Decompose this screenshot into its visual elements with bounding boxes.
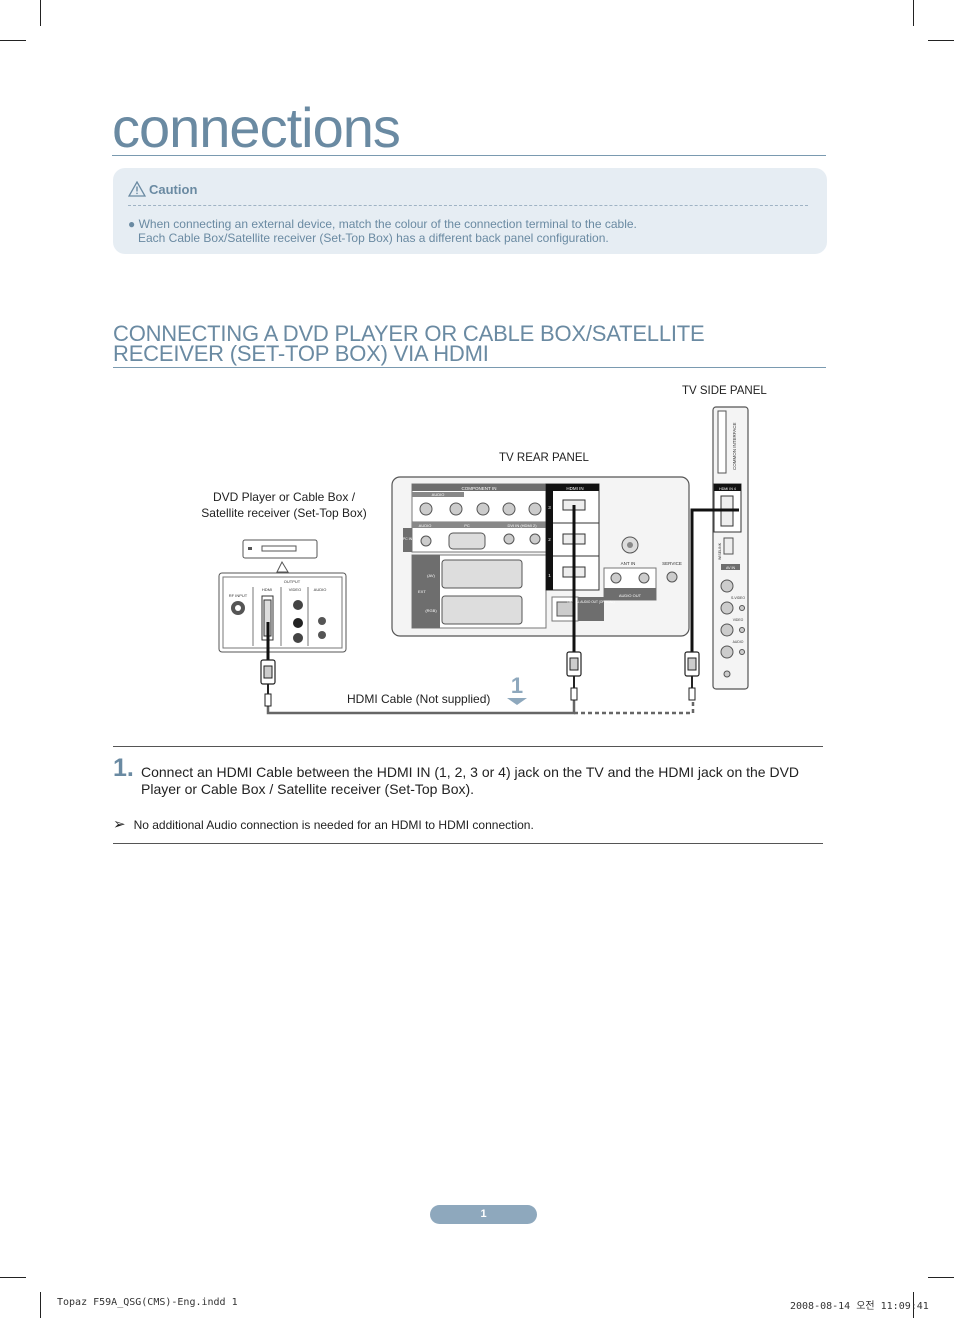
s-video-label: S-VIDEO	[731, 596, 745, 600]
crop-mark	[40, 1292, 41, 1318]
section-rule	[113, 367, 826, 368]
crop-mark	[40, 0, 41, 26]
caution-label: Caution	[149, 181, 198, 197]
ext-label: EXT	[418, 589, 426, 594]
device-label-line-1: DVD Player or Cable Box /	[212, 490, 356, 504]
device-label-line-2: Satellite receiver (Set-Top Box)	[201, 506, 367, 520]
step-bottom-rule	[113, 843, 823, 844]
side-audio-label: AUDIO	[733, 640, 744, 644]
tv-side-panel: COMMON INTERFACE HDMI IN 4 WISELINK AV I…	[712, 406, 749, 690]
component-in-label: COMPONENT IN	[462, 486, 497, 491]
cable-label: HDMI Cable (Not supplied)	[347, 692, 491, 706]
service-label: SERVICE	[662, 561, 682, 566]
caution-box	[113, 168, 827, 254]
page-number: 1	[430, 1205, 537, 1224]
footer-filename: Topaz F59A_QSG(CMS)-Eng.indd 1	[57, 1297, 238, 1308]
av-in-label: AV IN	[726, 566, 736, 570]
set-top-box-icon	[242, 539, 318, 573]
crop-mark	[928, 40, 954, 41]
av-label: (AV)	[427, 573, 435, 578]
section-heading-line-2: RECEIVER (SET-TOP BOX) VIA HDMI	[113, 341, 489, 366]
hdmi-plug-icon	[684, 651, 700, 701]
caution-divider	[128, 205, 808, 206]
note-text: No additional Audio connection is needed…	[133, 818, 534, 832]
audio-label: AUDIO	[314, 587, 327, 592]
footer-timestamp: 2008-08-14 오전 11:09:41	[790, 1301, 929, 1312]
note-arrow-icon: ➢	[113, 816, 126, 833]
hdmi-cables	[260, 505, 739, 715]
crop-mark	[0, 1277, 26, 1278]
hdmi-label: HDMI	[262, 587, 272, 592]
hdmi-in-4-label: HDMI IN 4	[719, 487, 736, 491]
tv-rear-panel: COMPONENT IN AUDIO PC IN AUDIO PC DVI IN…	[391, 476, 690, 637]
step-number: 1.	[113, 754, 134, 782]
note: ➢ No additional Audio connection is neede…	[113, 815, 534, 833]
audio-out-label: AUDIO OUT	[619, 593, 642, 598]
hdmi-in-label: HDMI IN	[566, 486, 583, 491]
title-rule	[112, 155, 826, 156]
caution-line-2: Each Cable Box/Satellite receiver (Set-T…	[138, 231, 609, 245]
crop-mark	[913, 1292, 914, 1318]
hdmi-port-1-label: 1	[548, 573, 551, 578]
hdmi-plug-icon	[260, 659, 276, 707]
rf-input-label: RF INPUT	[229, 593, 248, 598]
side-video-label: VIDEO	[733, 618, 744, 622]
hdmi-port-3-label: 3	[548, 505, 551, 510]
warning-icon	[128, 181, 146, 197]
step-top-rule	[113, 746, 823, 747]
hdmi-plug-icon	[566, 651, 582, 701]
step-text: Connect an HDMI Cable between the HDMI I…	[141, 764, 800, 797]
caution-text: ● When connecting an external device, ma…	[128, 217, 637, 245]
ant-in-label: ANT IN	[621, 561, 636, 566]
video-label: VIDEO	[289, 587, 301, 592]
caution-line-1: ● When connecting an external device, ma…	[128, 217, 637, 231]
tv-rear-panel-label: TV REAR PANEL	[499, 452, 589, 464]
component-audio-label: AUDIO	[432, 492, 445, 497]
page-title: connections	[112, 96, 401, 159]
connection-diagram: OUTPUT RF INPUT HDMI VIDEO AUDIO COMPONE…	[218, 406, 749, 715]
hdmi-port-2-label: 2	[548, 537, 551, 542]
rgb-label: (RGB)	[425, 608, 437, 613]
pc-in-label: PC IN	[403, 537, 413, 541]
crop-mark	[913, 0, 914, 26]
device-label: DVD Player or Cable Box / Satellite rece…	[196, 489, 372, 521]
crop-mark	[928, 1277, 954, 1278]
common-interface-label: COMMON INTERFACE	[732, 422, 737, 470]
wiselink-label: WISELINK	[718, 542, 722, 560]
digital-audio-out-label: DIGITAL AUDIO OUT (OPTICAL)	[567, 600, 614, 604]
dvi-in-label: DVI IN (HDMI 2)	[507, 523, 537, 528]
output-label: OUTPUT	[284, 579, 301, 584]
step-callout: 1	[511, 673, 523, 698]
section-heading: CONNECTING A DVD PLAYER OR CABLE BOX/SAT…	[113, 321, 705, 366]
pc-label: PC	[464, 523, 470, 528]
section-heading-line-1: CONNECTING A DVD PLAYER OR CABLE BOX/SAT…	[113, 321, 705, 346]
pc-audio-label: AUDIO	[419, 523, 432, 528]
crop-mark	[0, 40, 26, 41]
callout-arrow-icon	[507, 698, 527, 705]
caution-heading: Caution	[128, 181, 197, 197]
device-back-panel: OUTPUT RF INPUT HDMI VIDEO AUDIO	[218, 572, 347, 653]
tv-side-panel-label: TV SIDE PANEL	[682, 385, 767, 397]
